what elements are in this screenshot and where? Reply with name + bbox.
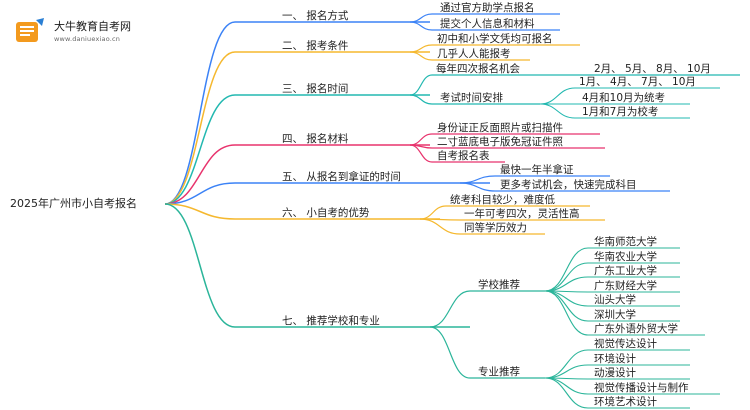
leaf-major-3: 动漫设计 [594, 367, 636, 379]
connector-major-1 [544, 349, 589, 379]
connector-root-to-branch-3 [164, 94, 236, 205]
connector-b5-c1 [459, 175, 496, 184]
node-four-chances: 每年四次报名机会 [436, 63, 520, 75]
leaf-submit-info: 提交个人信息和材料 [440, 18, 535, 30]
leaf-major-4: 视觉传播设计与制作 [594, 382, 689, 394]
branch-materials: 四、 报名材料 [282, 133, 349, 145]
connector-b6-c3 [419, 218, 461, 235]
connector-b2-c2 [409, 51, 433, 61]
connector-b3-c1 [409, 74, 433, 96]
branch-requirements: 二、 报考条件 [282, 40, 349, 52]
root-node: 2025年广州市小自考报名 [10, 197, 137, 210]
logo-url: www.daniuexiao.cn [54, 35, 121, 43]
connector-school-5 [544, 290, 589, 307]
connector-b3-c2 [409, 94, 433, 105]
connector-b1-c2 [409, 21, 433, 31]
connector-root-to-branch-4 [164, 144, 236, 205]
connector-b4-c1 [409, 133, 433, 146]
connector-major-2 [544, 364, 589, 379]
branch-advantages: 六、 小自考的优势 [282, 207, 370, 219]
leaf-unified-exam: 4月和10月为统考 [582, 92, 666, 104]
connector-b6-c1 [419, 205, 447, 220]
branch-signup-method: 一、 报名方式 [282, 10, 349, 22]
node-exam-schedule: 考试时间安排 [440, 92, 503, 104]
leaf-equal-validity: 同等学历效力 [464, 222, 527, 234]
leaf-everyone: 几乎人人能报考 [437, 48, 511, 60]
branch-signup-time: 三、 报名时间 [282, 83, 349, 95]
leaf-photo: 二寸蓝底电子版免冠证件照 [437, 136, 563, 148]
leaf-signup-months: 2月、 5月、 8月、 10月 [594, 63, 711, 75]
leaf-form: 自考报名表 [437, 150, 490, 162]
leaf-major-2: 环境设计 [594, 353, 636, 365]
leaf-fewer-subjects: 统考科目较少，难度低 [450, 194, 555, 206]
book-pen-logo-icon [16, 18, 44, 42]
connector-b5-c2 [459, 182, 496, 192]
connector-root-to-branch-2 [164, 51, 236, 205]
connector-b1-c1 [409, 13, 433, 23]
leaf-school-4: 广东财经大学 [594, 280, 657, 292]
connector-school-7 [544, 290, 589, 336]
leaf-school-1: 华南师范大学 [594, 236, 657, 248]
connector-major-5 [544, 377, 589, 409]
leaf-school-exam: 1月和7月为校考 [582, 106, 659, 118]
leaf-school-3: 广东工业大学 [594, 265, 657, 277]
leaf-four-times: 一年可考四次，灵活性高 [464, 208, 580, 220]
logo-title: 大牛教育自考网 [54, 20, 131, 33]
site-logo: 大牛教育自考网 www.daniuexiao.cn [14, 16, 214, 50]
node-major-recommend: 专业推荐 [478, 366, 520, 378]
node-school-recommend: 学校推荐 [478, 279, 520, 291]
connector-root-to-branch-7 [164, 203, 236, 328]
connector-b7-schools [429, 290, 471, 328]
leaf-major-1: 视觉传达设计 [594, 338, 657, 350]
connector-major-4 [544, 377, 589, 395]
leaf-diploma: 初中和小学文凭均可报名 [437, 33, 553, 45]
connector-b7-majors [429, 326, 471, 379]
connector-root-to-branch-5 [164, 182, 236, 205]
connector-b4-c3 [409, 144, 433, 163]
branch-recommendations: 七、 推荐学校和专业 [282, 315, 380, 327]
leaf-official-site: 通过官方助学点报名 [440, 2, 535, 14]
connector-b2-c1 [409, 44, 433, 53]
leaf-school-2: 华南农业大学 [594, 251, 657, 263]
leaf-major-5: 环境艺术设计 [594, 396, 657, 408]
connector-root-to-branch-6 [164, 203, 236, 220]
connector-b3-exam-3 [539, 103, 576, 119]
leaf-school-5: 汕头大学 [594, 294, 636, 306]
leaf-exam-months: 1月、 4月、 7月、 10月 [579, 76, 696, 88]
leaf-more-chances: 更多考试机会，快速完成科目 [500, 179, 637, 191]
leaf-school-7: 广东外语外贸大学 [594, 323, 678, 335]
leaf-school-6: 深圳大学 [594, 309, 636, 321]
branch-duration: 五、 从报名到拿证的时间 [282, 171, 401, 183]
leaf-id-card: 身份证正反面照片或扫描件 [437, 122, 563, 134]
leaf-fastest: 最快一年半拿证 [500, 164, 574, 176]
connector-b3-exam-1 [539, 87, 576, 105]
